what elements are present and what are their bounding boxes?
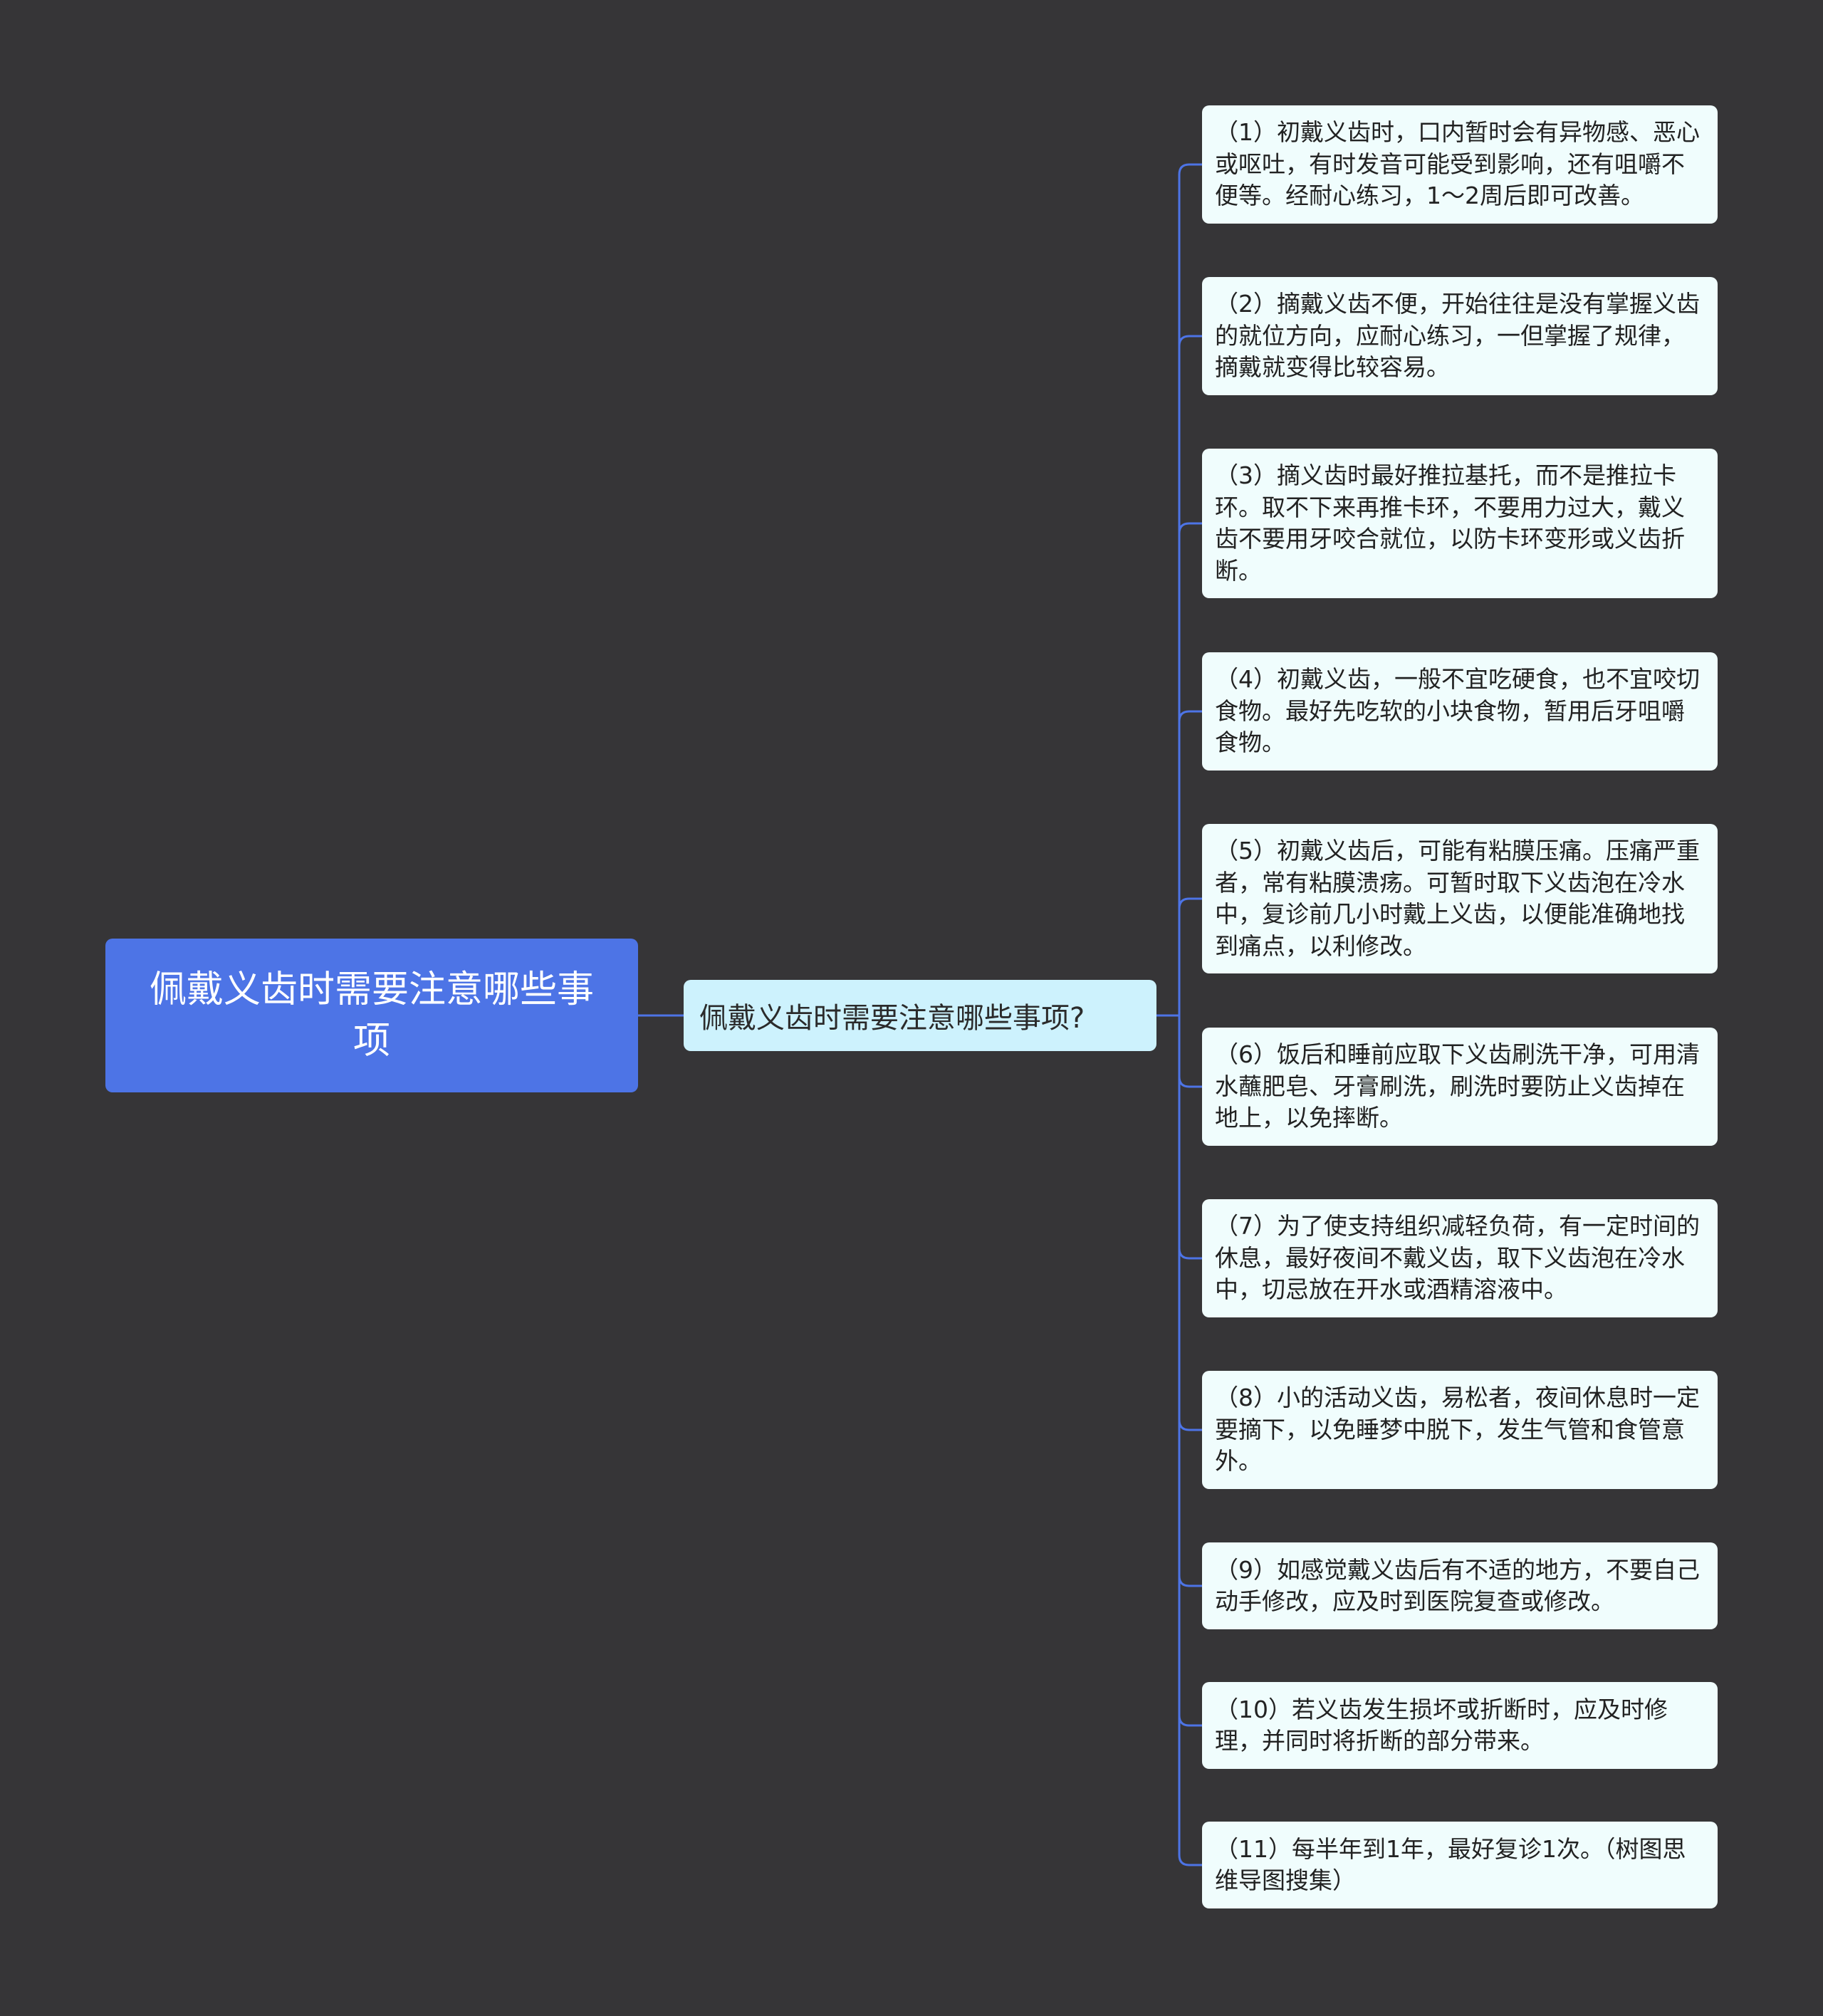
leaf-connector-10 bbox=[1178, 1715, 1202, 1727]
leaf-node-9[interactable]: （9）如感觉戴义齿后有不适的地方，不要自己动手修改，应及时到医院复查或修改。 bbox=[1202, 1542, 1718, 1629]
leaf-connector-9 bbox=[1178, 1575, 1202, 1587]
leaf-connector-5 bbox=[1178, 897, 1202, 909]
leaf-node-7[interactable]: （7）为了使支持组织减轻负荷，有一定时间的休息，最好夜间不戴义齿，取下义齿泡在冷… bbox=[1202, 1199, 1718, 1317]
leaf-node-label: （3）摘义齿时最好推拉基托，而不是推拉卡环。取不下来再推卡环，不要用力过大，戴义… bbox=[1215, 461, 1685, 585]
branch-node-label: 佩戴义齿时需要注意哪些事项? bbox=[699, 1002, 1085, 1035]
leaf-node-label: （9）如感觉戴义齿后有不适的地方，不要自己动手修改，应及时到医院复查或修改。 bbox=[1215, 1555, 1700, 1616]
leaf-connector-2 bbox=[1178, 335, 1202, 347]
leaf-node-label: （7）为了使支持组织减轻负荷，有一定时间的休息，最好夜间不戴义齿，取下义齿泡在冷… bbox=[1215, 1212, 1700, 1304]
leaf-node-label: （4）初戴义齿，一般不宜吃硬食，也不宜咬切食物。最好先吃软的小块食物，暂用后牙咀… bbox=[1215, 665, 1700, 757]
leaf-node-label: （1）初戴义齿时，口内暂时会有异物感、恶心或呕吐，有时发音可能受到影响，还有咀嚼… bbox=[1215, 118, 1700, 210]
leaf-node-10[interactable]: （10）若义齿发生损坏或折断时，应及时修理，并同时将折断的部分带来。 bbox=[1202, 1682, 1718, 1769]
leaf-node-label: （10）若义齿发生损坏或折断时，应及时修理，并同时将折断的部分带来。 bbox=[1215, 1695, 1668, 1755]
branch-node[interactable]: 佩戴义齿时需要注意哪些事项? bbox=[684, 980, 1156, 1051]
leaf-node-label: （11）每半年到1年，最好复诊1次。（树图思维导图搜集） bbox=[1215, 1834, 1686, 1895]
leaf-node-1[interactable]: （1）初戴义齿时，口内暂时会有异物感、恶心或呕吐，有时发音可能受到影响，还有咀嚼… bbox=[1202, 105, 1718, 224]
root-node-label: 佩戴义齿时需要注意哪些事项 bbox=[149, 968, 594, 1062]
leaf-connector-7 bbox=[1178, 1248, 1202, 1260]
leaf-node-label: （6）饭后和睡前应取下义齿刷洗干净，可用清水蘸肥皂、牙膏刷洗，刷洗时要防止义齿掉… bbox=[1215, 1040, 1700, 1132]
leaf-connector-8 bbox=[1178, 1419, 1202, 1431]
leaf-node-label: （2）摘戴义齿不便，开始往往是没有掌握义齿的就位方向，应耐心练习，一但掌握了规律… bbox=[1215, 290, 1700, 382]
leaf-node-3[interactable]: （3）摘义齿时最好推拉基托，而不是推拉卡环。取不下来再推卡环，不要用力过大，戴义… bbox=[1202, 449, 1718, 598]
leaf-node-4[interactable]: （4）初戴义齿，一般不宜吃硬食，也不宜咬切食物。最好先吃软的小块食物，暂用后牙咀… bbox=[1202, 652, 1718, 771]
leaf-node-6[interactable]: （6）饭后和睡前应取下义齿刷洗干净，可用清水蘸肥皂、牙膏刷洗，刷洗时要防止义齿掉… bbox=[1202, 1028, 1718, 1146]
leaf-connector-3 bbox=[1178, 522, 1202, 534]
leaf-connector-6 bbox=[1178, 1076, 1202, 1088]
leaf-node-label: （8）小的活动义齿，易松者，夜间休息时一定要摘下，以免睡梦中脱下，发生气管和食管… bbox=[1215, 1384, 1700, 1476]
leaf-connector-4 bbox=[1178, 710, 1202, 722]
leaf-node-8[interactable]: （8）小的活动义齿，易松者，夜间休息时一定要摘下，以免睡梦中脱下，发生气管和食管… bbox=[1202, 1371, 1718, 1489]
leaf-node-label: （5）初戴义齿后，可能有粘膜压痛。压痛严重者，常有粘膜溃疡。可暂时取下义齿泡在冷… bbox=[1215, 837, 1700, 960]
leaf-connector-1 bbox=[1178, 163, 1202, 175]
leaf-node-2[interactable]: （2）摘戴义齿不便，开始往往是没有掌握义齿的就位方向，应耐心练习，一但掌握了规律… bbox=[1202, 277, 1718, 395]
leaf-connector-11 bbox=[1178, 1854, 1202, 1866]
leaf-node-5[interactable]: （5）初戴义齿后，可能有粘膜压痛。压痛严重者，常有粘膜溃疡。可暂时取下义齿泡在冷… bbox=[1202, 824, 1718, 973]
root-node[interactable]: 佩戴义齿时需要注意哪些事项 bbox=[105, 939, 638, 1092]
leaf-node-11[interactable]: （11）每半年到1年，最好复诊1次。（树图思维导图搜集） bbox=[1202, 1822, 1718, 1908]
